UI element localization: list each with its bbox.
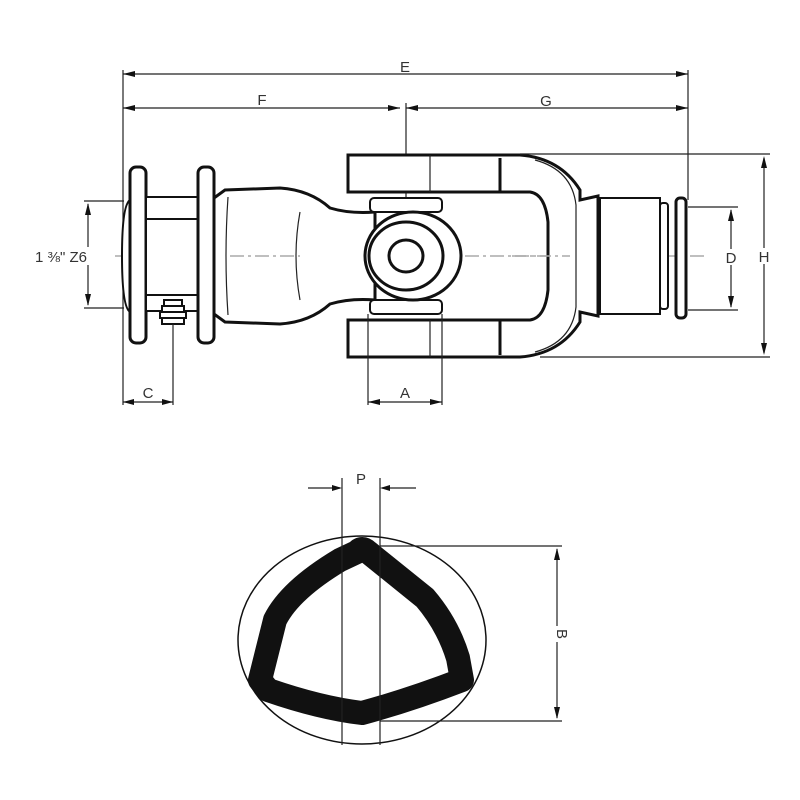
label-spline: 1 ⅜" Z6 [35,249,87,266]
dimension-a: A [367,314,443,405]
label-e: E [400,59,410,76]
cross-bearing [363,197,463,315]
label-h: H [759,249,770,266]
push-pin-icon [159,299,187,405]
dimension-c: C [123,385,173,405]
label-g: G [540,93,552,110]
dimension-f-g: F G [123,92,688,255]
dimension-h: H [520,153,772,358]
label-c: C [143,385,154,402]
label-a: A [400,385,410,402]
outer-yoke [346,153,688,359]
label-d: D [726,250,737,267]
label-b: B [553,629,570,639]
dimension-spline: 1 ⅜" Z6 [24,200,124,309]
tube-profile: P B [237,471,570,745]
inner-yoke [212,186,377,326]
label-f: F [257,92,266,109]
label-p: P [356,471,366,488]
dimension-d: D [688,206,739,311]
spline-yoke [120,165,216,405]
